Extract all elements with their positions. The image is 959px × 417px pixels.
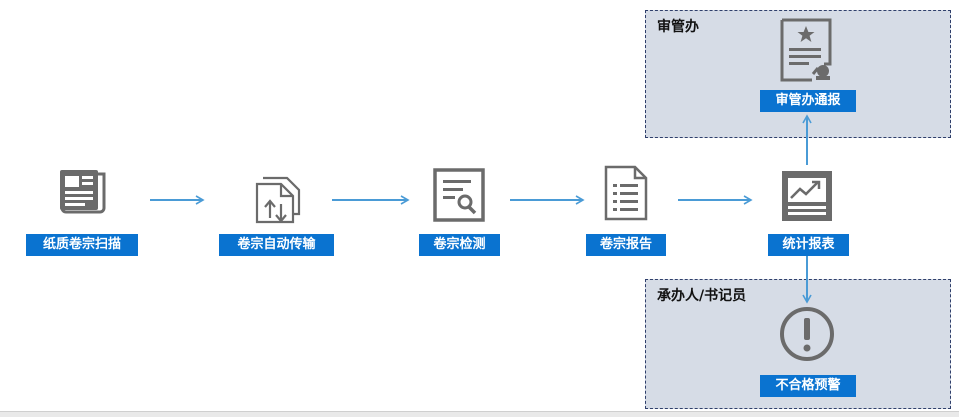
node-label: 统计报表: [768, 234, 849, 256]
newspaper-icon: [60, 170, 106, 214]
file-transfer-icon: [255, 176, 301, 224]
certificate-icon: [780, 18, 832, 82]
exclamation-icon: [780, 307, 834, 361]
node-label: 纸质卷宗扫描: [26, 234, 138, 256]
zone-title: 审管办: [657, 19, 699, 35]
node-label: 卷宗自动传输: [219, 234, 334, 256]
report-list-icon: [604, 165, 648, 221]
zone-review-office: 审管办: [645, 10, 951, 138]
zone-title: 承办人/书记员: [657, 288, 747, 304]
node-label: 审管办通报: [760, 90, 856, 112]
node-label: 卷宗报告: [586, 234, 666, 256]
node-label: 卷宗检测: [419, 234, 500, 256]
window-bottom-edge: [0, 411, 959, 417]
document-search-icon: [433, 168, 485, 222]
chart-report-icon: [782, 171, 832, 221]
node-label: 不合格预警: [760, 375, 856, 397]
